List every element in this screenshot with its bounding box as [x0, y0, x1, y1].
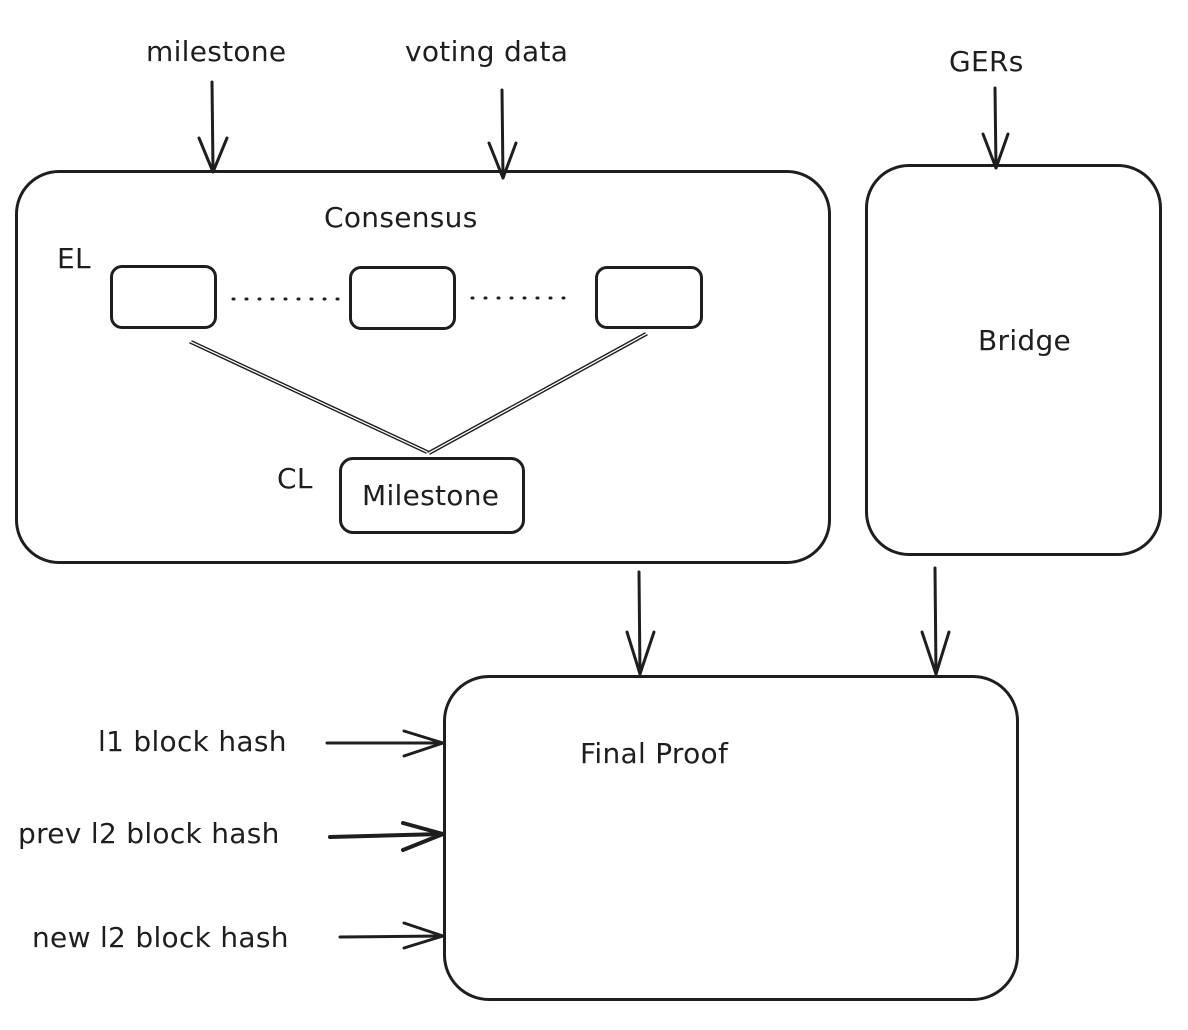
milestone-box — [339, 457, 525, 534]
final-proof-box — [443, 675, 1019, 1001]
el-node-3 — [595, 266, 703, 329]
el-right-to-milestone-line — [427, 332, 646, 453]
milestone-box-label: Milestone — [362, 479, 500, 512]
milestone-input-arrow — [197, 80, 229, 174]
prev-l2-block-hash-label: prev l2 block hash — [18, 817, 280, 850]
el-left-to-milestone-line — [189, 342, 427, 454]
new-l2-block-hash-arrow — [338, 921, 445, 950]
bridge-title: Bridge — [978, 324, 1072, 357]
final-proof-title: Final Proof — [580, 737, 729, 770]
gers-input-label: GERs — [949, 45, 1024, 78]
bridge-box — [865, 164, 1162, 556]
cl-label: CL — [277, 462, 313, 495]
el-node-1 — [110, 265, 217, 329]
voting-data-input-label: voting data — [405, 35, 569, 68]
bridge-to-final-proof-arrow — [920, 566, 951, 676]
consensus-title: Consensus — [324, 201, 478, 234]
el-label: EL — [57, 242, 91, 275]
l1-block-hash-label: l1 block hash — [98, 725, 287, 758]
el-node-2 — [349, 266, 456, 330]
voting-data-input-arrow — [487, 88, 518, 180]
milestone-input-label: milestone — [146, 35, 287, 68]
new-l2-block-hash-label: new l2 block hash — [32, 921, 289, 954]
consensus-box — [15, 170, 831, 564]
prev-l2-block-hash-arrow — [328, 821, 445, 852]
l1-block-hash-arrow — [325, 729, 445, 758]
gers-input-arrow — [981, 86, 1010, 170]
consensus-to-final-proof-arrow — [625, 570, 656, 676]
